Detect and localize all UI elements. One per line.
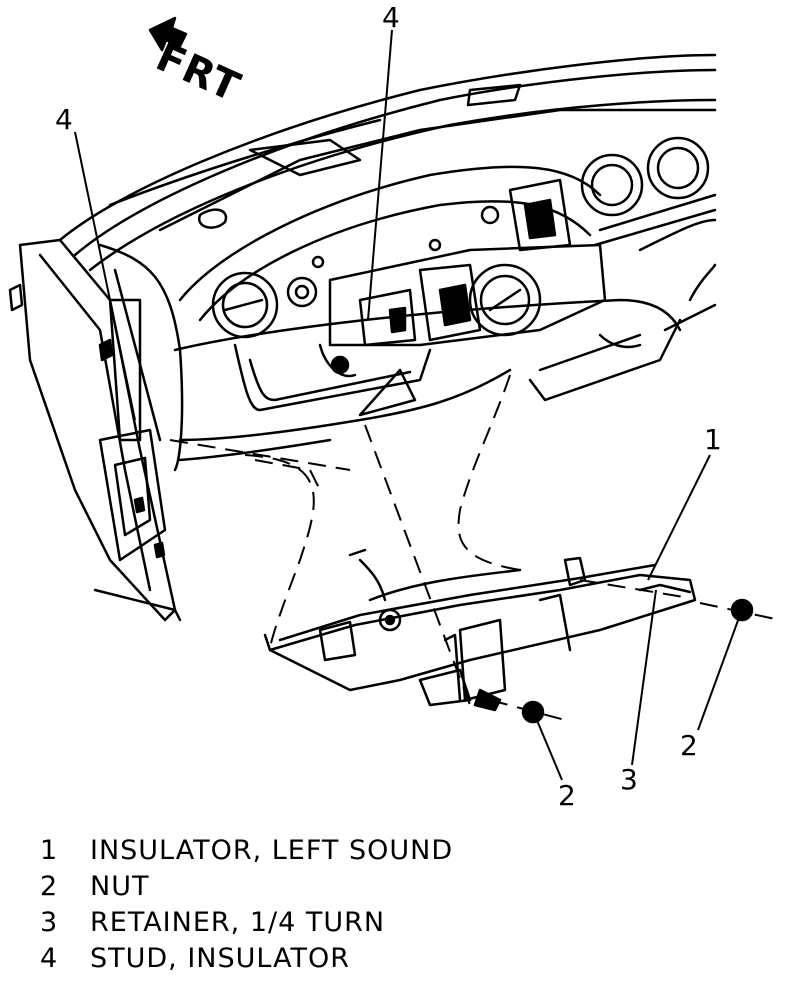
legend-number: 3 xyxy=(40,906,59,938)
leader-lines xyxy=(74,29,741,781)
legend-text: NUT xyxy=(90,870,150,902)
callout-1: 1 xyxy=(704,423,722,456)
legend-text: INSULATOR, LEFT SOUND xyxy=(90,834,454,866)
legend-text: RETAINER, 1/4 TURN xyxy=(90,906,386,938)
front-arrow-icon xyxy=(148,16,188,52)
legend-item: 3 RETAINER, 1/4 TURN xyxy=(40,904,600,940)
dashboard-exploded-diagram xyxy=(8,16,781,781)
legend-item: 1 INSULATOR, LEFT SOUND xyxy=(40,832,600,868)
callout-4-left: 4 xyxy=(55,103,73,136)
sound-insulator-panel xyxy=(263,548,697,712)
alignment-lines xyxy=(169,374,781,721)
instrument-panel xyxy=(8,53,717,622)
parts-legend: 1 INSULATOR, LEFT SOUND 2 NUT 3 RETAINER… xyxy=(40,832,600,976)
legend-text: STUD, INSULATOR xyxy=(90,942,350,974)
callout-4-top: 4 xyxy=(382,1,400,34)
legend-item: 2 NUT xyxy=(40,868,600,904)
callout-2-right: 2 xyxy=(680,729,698,762)
legend-number: 4 xyxy=(40,942,59,974)
legend-number: 1 xyxy=(40,834,59,866)
callout-2-bottom: 2 xyxy=(558,779,576,812)
legend-number: 2 xyxy=(40,870,59,902)
callout-3: 3 xyxy=(620,763,638,796)
legend-item: 4 STUD, INSULATOR xyxy=(40,940,600,976)
